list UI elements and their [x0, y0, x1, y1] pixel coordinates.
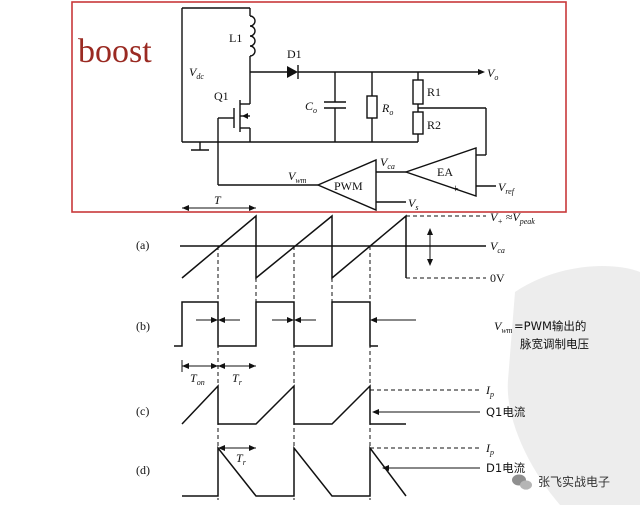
tr-d-label: Tr [236, 451, 247, 467]
sawtooth-waveform [181, 214, 407, 280]
waveforms: T (a) V+ ≈Vpeak Vca 0V (b) Vwm =PWM输出的 [136, 193, 589, 500]
vref-label: Vref [498, 180, 516, 196]
pwm-description-line2: 脉宽调制电压 [520, 337, 589, 351]
ea-plus-label: + [452, 181, 459, 195]
error-amplifier [403, 147, 477, 197]
pwm-waveform [174, 301, 378, 347]
wechat-icon [512, 474, 532, 490]
ro-label: Ro [381, 101, 393, 117]
boost-circuit: Vdc L1 D1 Vo Q1 Co Ro [181, 7, 516, 212]
vwm-circuit-label: Vwm [288, 169, 307, 185]
vo-label: Vo [487, 66, 498, 82]
vwm-b-label: Vwm [494, 319, 513, 335]
watermark-text: 张飞实战电子 [538, 474, 610, 489]
panel-a-label: (a) [136, 238, 149, 252]
watermark-badge: 张飞实战电子 [512, 474, 610, 490]
resistor-r2 [412, 111, 424, 135]
pwm-label: PWM [334, 179, 363, 193]
d1-current-waveform [182, 445, 407, 497]
ip-d-label: Ip [485, 441, 494, 457]
panel-c-label: (c) [136, 404, 149, 418]
ea-label: EA [437, 165, 453, 179]
inductor-l1 [249, 15, 256, 57]
boost-label: boost [78, 33, 152, 70]
zero-v-label: 0V [490, 271, 505, 285]
panel-b-label: (b) [136, 319, 150, 333]
vca-a-label: Vca [490, 239, 505, 255]
r1-label: R1 [427, 85, 441, 99]
vdc-label: Vdc [189, 65, 204, 81]
q1-current-label: Q1电流 [486, 405, 526, 419]
co-label: Co [305, 99, 317, 115]
pwm-description-line1: =PWM输出的 [514, 319, 586, 333]
ton-label: Ton [190, 371, 205, 387]
q1-current-waveform [181, 384, 406, 425]
vpeak-label: V+ ≈Vpeak [490, 210, 535, 226]
watermark-background [507, 266, 640, 505]
resistor-ro [366, 95, 378, 119]
r2-label: R2 [427, 118, 441, 132]
q1-label: Q1 [214, 89, 229, 103]
pwm-comparator [316, 158, 377, 212]
resistor-r1 [412, 79, 424, 105]
d1-label: D1 [287, 47, 302, 61]
diode-d1 [287, 66, 298, 78]
vs-label: Vs [408, 196, 418, 212]
d1-current-label: D1电流 [486, 461, 526, 475]
l1-label: L1 [229, 31, 242, 45]
period-label: T [214, 193, 222, 207]
boost-frame [71, 1, 567, 213]
ip-c-label: Ip [485, 383, 494, 399]
tr-label: Tr [232, 371, 243, 387]
panel-d-label: (d) [136, 463, 150, 477]
vca-label: Vca [380, 155, 395, 171]
